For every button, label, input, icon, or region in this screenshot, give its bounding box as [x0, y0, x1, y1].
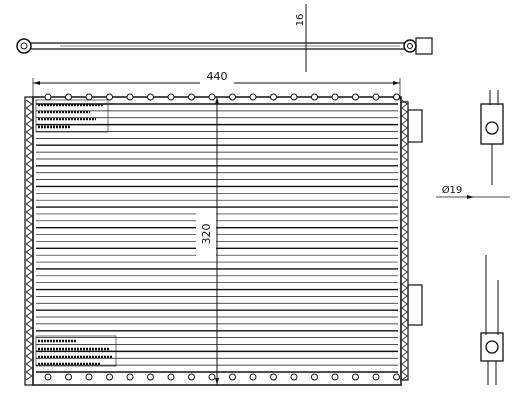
bottom-mount-hole: [393, 373, 400, 381]
bottom-mount-hole: [372, 373, 380, 381]
top-mount-hole: [188, 93, 195, 101]
bottom-mount-hole: [85, 373, 93, 381]
thickness-label: 16: [295, 14, 306, 27]
bottom-mount-hole: [352, 373, 359, 381]
condenser-front-view: 320: [24, 93, 423, 386]
top-mount-hole: [290, 93, 298, 101]
height-label: 320: [200, 224, 213, 245]
bottom-mounting-strip: [44, 373, 400, 381]
bottom-bracket-hole: [485, 340, 499, 354]
width-arrow-left: [33, 81, 40, 85]
top-mount-hole: [352, 93, 359, 101]
top-mount-hole: [167, 93, 175, 101]
top-mount-hole: [249, 93, 257, 101]
width-label-bg: [200, 70, 234, 84]
left-mount-inner: [20, 42, 28, 50]
side-bracket-view: Ø19: [436, 90, 510, 385]
top-mount-hole: [65, 93, 72, 101]
top-mount-hole: [106, 93, 113, 101]
top-mount-hole: [331, 93, 339, 101]
top-mount-hole: [208, 93, 216, 101]
width-dimension: 440: [32, 70, 401, 100]
bottom-mount-hole: [147, 373, 154, 381]
top-mount-hole: [126, 93, 134, 101]
bottom-mount-hole: [208, 373, 216, 381]
top-mount-hole: [44, 93, 52, 101]
right-fin-zigzag: [401, 99, 408, 381]
height-arrow-bottom: [215, 378, 219, 385]
top-mount-hole: [229, 93, 236, 101]
left-fin-zigzag: [25, 99, 33, 381]
width-arrow-right: [393, 81, 400, 85]
top-mount-hole: [270, 93, 277, 101]
bottom-mount-hole: [65, 373, 72, 381]
outlet-pipe-fitting: [407, 284, 423, 326]
edge-fins: [25, 99, 408, 381]
bottom-mount-hole: [331, 373, 339, 381]
bottom-mount-hole: [290, 373, 298, 381]
right-bracket: [415, 37, 433, 55]
bottom-mount-hole: [167, 373, 175, 381]
bottom-mount-hole: [106, 373, 113, 381]
bottom-mount-hole: [311, 373, 318, 381]
right-mount-hole: [403, 39, 417, 53]
top-mount-hole: [85, 93, 93, 101]
bottom-mount-hole: [229, 373, 236, 381]
top-rail-view: 16: [16, 4, 433, 72]
diameter-label: Ø19: [442, 184, 463, 196]
diameter-arrow: [467, 195, 474, 199]
top-mount-hole: [311, 93, 318, 101]
bottom-mount-hole: [44, 373, 52, 381]
top-mount-hole: [372, 93, 380, 101]
top-mount-hole: [393, 93, 400, 101]
top-side-bracket: [480, 103, 504, 145]
bottom-mount-hole: [249, 373, 257, 381]
right-mount-inner: [407, 43, 413, 49]
width-label: 440: [207, 70, 228, 83]
bottom-mount-hole: [270, 373, 277, 381]
bottom-mount-hole: [188, 373, 195, 381]
label-block-top: [35, 99, 109, 133]
bottom-side-bracket: [480, 332, 504, 362]
height-arrow-top: [215, 97, 219, 104]
inlet-pipe-fitting: [407, 109, 423, 143]
label-block-bottom: [35, 335, 117, 367]
left-mount-hole: [16, 38, 32, 54]
bottom-mount-hole: [126, 373, 134, 381]
top-bracket-hole: [485, 121, 499, 135]
top-mount-hole: [147, 93, 154, 101]
top-mounting-strip: [44, 93, 400, 101]
height-label-bg: [196, 212, 216, 256]
left-header-tank: [24, 96, 34, 386]
